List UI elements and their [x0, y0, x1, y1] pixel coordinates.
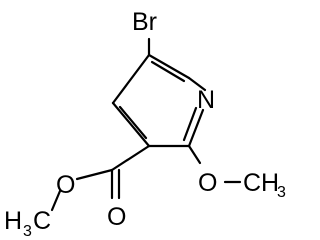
bond-c2-o — [187, 144, 202, 165]
bond-c3-c4-inner — [118, 105, 148, 140]
atom-br: Br — [132, 8, 157, 36]
atom-ch3-ester-h: H — [4, 207, 22, 235]
bond-cester-o — [75, 168, 114, 181]
chemical-structure: Br N O O O CH 3 H 3 C — [4, 8, 286, 240]
atom-o-carbonyl: O — [107, 203, 126, 231]
atom-o-ester: O — [56, 171, 75, 199]
atom-o-methoxy: O — [198, 169, 217, 197]
bond-c3-c4 — [111, 101, 151, 148]
atom-n: N — [197, 86, 215, 114]
bonds — [50, 37, 242, 212]
bond-c5-c6 — [147, 53, 191, 80]
bond-c4-c5 — [111, 53, 151, 105]
atom-labels: Br N O O O CH 3 H 3 C — [4, 8, 286, 240]
bond-c3-cester — [110, 144, 151, 172]
atom-ch3-methoxy: CH — [243, 169, 279, 197]
atom-ch3-methoxy-subscript: 3 — [277, 184, 286, 201]
bond-c6-n — [187, 76, 207, 92]
bond-n-c2-inner — [182, 106, 198, 142]
atom-ch3-ester-subscript: 3 — [23, 223, 32, 240]
atom-ch3-ester-c: C — [33, 207, 51, 235]
bond-n-c2 — [187, 108, 205, 148]
bond-c5-c6-inner — [150, 60, 186, 83]
bond-o-ch3-ester — [50, 189, 62, 212]
